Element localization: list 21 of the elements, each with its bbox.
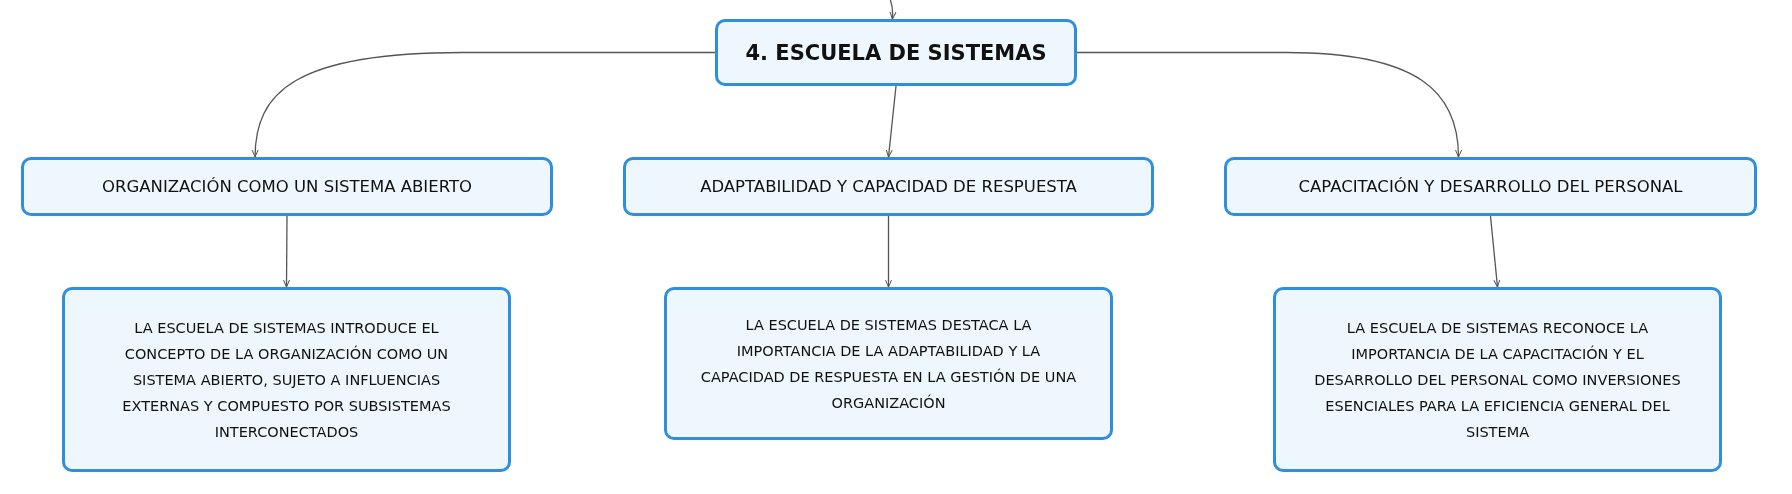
connector-arrow (1076, 51, 1462, 158)
node-text: 4. ESCUELA DE SISTEMAS (745, 40, 1047, 65)
node-text: LA ESCUELA DE SISTEMAS DESTACA LA IMPORTANCIA DE LA ADAPTABILIDAD Y LA CAPACIDAD DE RESPUESTA EN LA GESTIÓN DE UNA ORGANIZACIÓN (699, 315, 1078, 413)
description-box (62, 287, 511, 472)
node-text: ADAPTABILIDAD Y CAPACIDAD DE RESPUESTA (700, 177, 1077, 196)
root-box (715, 19, 1077, 86)
connector-arrow (283, 215, 291, 288)
connector-arrow (252, 51, 716, 158)
node-text: ORGANIZACIÓN COMO UN SISTEMA ABIERTO (102, 177, 472, 196)
topic-box (21, 157, 553, 216)
connector-arrow (885, 85, 897, 158)
connector-arrow (1489, 215, 1501, 288)
node-text: CAPACITACIÓN Y DESARROLLO DEL PERSONAL (1298, 177, 1683, 196)
topic-box (1224, 157, 1757, 216)
description-box (1273, 287, 1722, 472)
connector-arrow (889, 0, 897, 20)
description-box (664, 287, 1113, 440)
connector-arrow (885, 215, 892, 288)
node-text: LA ESCUELA DE SISTEMAS INTRODUCE EL CONCEPTO DE LA ORGANIZACIÓN COMO UN SISTEMA ABIERTO, SUJETO A INFLUENCIAS EXTERNAS Y COMPUESTO POR SUBSISTEMAS INTERCONECTADOS (121, 318, 452, 442)
node-text: LA ESCUELA DE SISTEMAS RECONOCE LA IMPORTANCIA DE LA CAPACITACIÓN Y EL DESARROLLO DEL PERSONAL COMO INVERSIONES ESENCIALES PARA LA EFICIENCIA GENERAL DEL SISTEMA (1313, 318, 1682, 442)
topic-box (623, 157, 1154, 216)
